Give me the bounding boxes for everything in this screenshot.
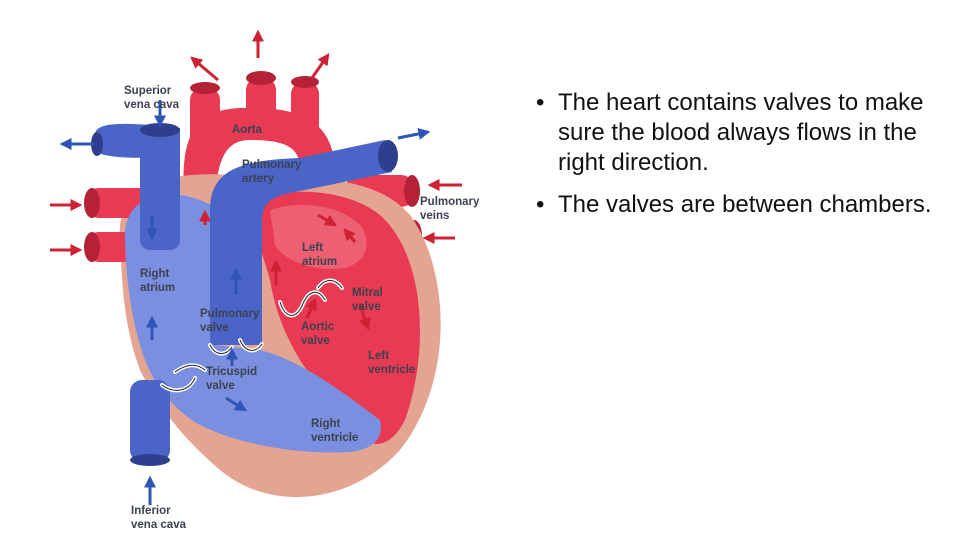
label-line: Superior — [124, 85, 172, 97]
label-line: Pulmonary — [420, 196, 480, 208]
flow-arrows-blue — [59, 100, 431, 505]
label-line: valve — [352, 301, 381, 313]
bullet-item: The heart contains valves to make sure t… — [536, 88, 946, 178]
bullet-list: The heart contains valves to make sure t… — [536, 88, 946, 232]
pulmonary-artery — [210, 140, 398, 345]
label-pulmonary-artery: Pulmonary artery — [242, 158, 301, 186]
label-mitral-valve: Mitral valve — [352, 286, 383, 314]
label-inferior-vena-cava: Inferior vena cava — [131, 504, 186, 532]
heart-diagram — [50, 29, 462, 505]
label-line: Left — [368, 350, 390, 362]
label-line: vena cava — [131, 519, 186, 531]
label-superior-vena-cava: Superior vena cava — [124, 84, 179, 112]
label-line: Aortic — [301, 321, 335, 333]
label-aorta: Aorta — [232, 123, 262, 137]
label-line: Tricuspid — [206, 366, 258, 378]
label-line: Aorta — [232, 124, 263, 136]
label-left-ventricle: Left ventricle — [368, 349, 415, 377]
aorta — [183, 71, 335, 215]
label-line: Left — [302, 242, 324, 254]
bullet-item: The valves are between chambers. — [536, 190, 946, 220]
label-left-atrium: Left atrium — [302, 241, 337, 269]
label-line: Inferior — [131, 505, 171, 517]
label-line: Mitral — [352, 287, 383, 299]
label-line: Right — [311, 418, 341, 430]
superior-vena-cava — [91, 123, 180, 250]
label-line: valve — [206, 380, 235, 392]
label-line: atrium — [140, 282, 176, 294]
label-line: Pulmonary — [242, 159, 302, 171]
label-line: vena cava — [124, 99, 179, 111]
flow-arrows-red — [50, 29, 462, 331]
label-line: atrium — [302, 256, 338, 268]
inferior-vena-cava — [130, 380, 170, 466]
label-tricuspid-valve: Tricuspid valve — [206, 365, 257, 393]
label-right-ventricle: Right ventricle — [311, 417, 358, 445]
label-pulmonary-veins: Pulmonary veins — [420, 195, 479, 223]
label-line: ventricle — [311, 432, 359, 444]
label-line: Pulmonary — [200, 308, 260, 320]
label-line: Right — [140, 268, 170, 280]
label-line: valve — [200, 322, 229, 334]
label-line: artery — [242, 173, 274, 185]
label-line: valve — [301, 335, 330, 347]
label-line: veins — [420, 210, 450, 222]
label-aortic-valve: Aortic valve — [301, 320, 334, 348]
label-pulmonary-valve: Pulmonary valve — [200, 307, 259, 335]
label-line: ventricle — [368, 364, 416, 376]
label-right-atrium: Right atrium — [140, 267, 175, 295]
